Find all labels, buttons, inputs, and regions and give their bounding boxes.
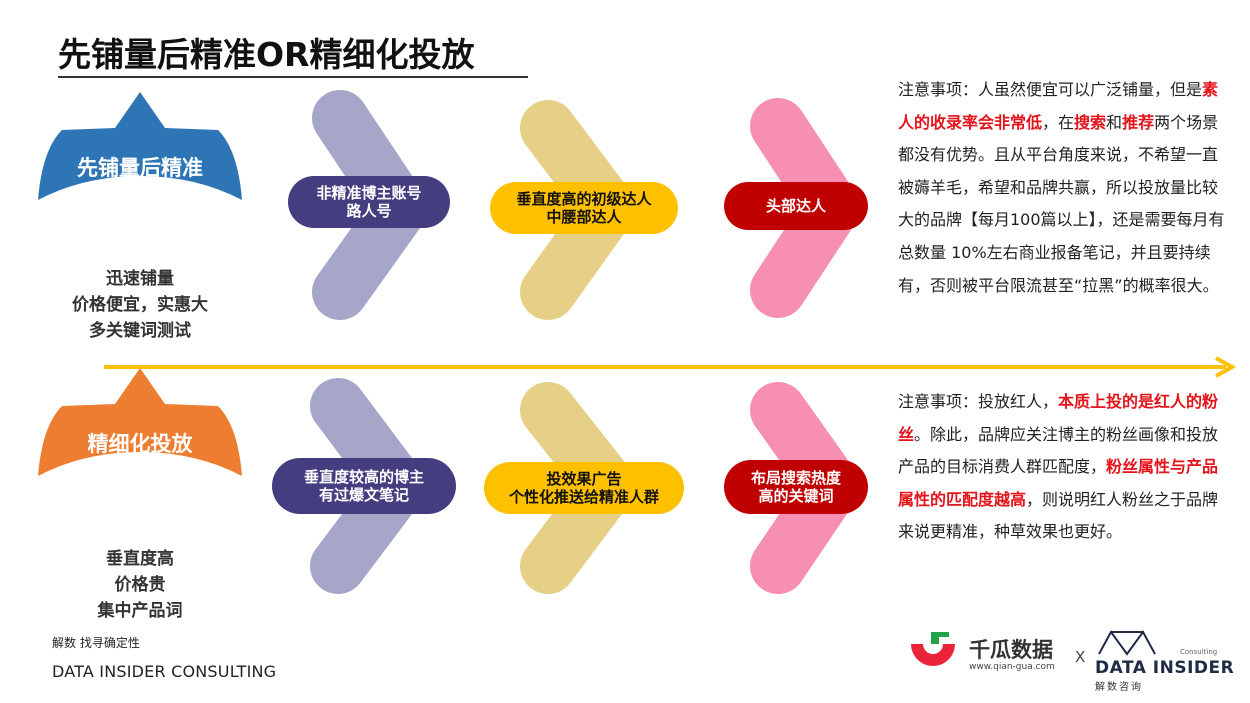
top-strategy-label: 先铺量后精准 <box>77 156 203 180</box>
qiangua-logo-icon <box>911 632 955 666</box>
pill-text: 垂直度高的初级达人 <box>516 190 652 208</box>
top-feature-item: 迅速铺量 <box>106 269 174 289</box>
bottom-pill-3: 布局搜索热度 高的关键词 <box>724 460 868 514</box>
bottom-note: 注意事项：投放红人，本质上投的是红人的粉丝。除此，品牌应关注博主的粉丝画像和投放… <box>898 386 1228 549</box>
top-pill-3: 头部达人 <box>724 182 868 230</box>
pill-text: 高的关键词 <box>758 487 834 505</box>
datainsider-name: DATA INSIDER <box>1095 658 1235 678</box>
partner-logos: 千瓜数据 www.qian-gua.com X Consulting DATA … <box>905 628 1234 694</box>
note-highlight: 粉丝属性与产品属性的匹配度越高 <box>898 457 1219 509</box>
datainsider-sub: 解数咨询 <box>1095 682 1143 693</box>
axis-arrowhead <box>1215 356 1237 378</box>
pill-text: 有过爆文笔记 <box>318 486 409 504</box>
top-feature-item: 价格便宜，实惠大 <box>72 295 208 315</box>
qiangua-name: 千瓜数据 <box>969 638 1053 662</box>
logo-separator: X <box>1075 648 1086 666</box>
bottom-feature-item: 集中产品词 <box>97 601 183 621</box>
note-segment: 注意事项：投放红人， <box>898 392 1059 411</box>
pill-text: 中腰部达人 <box>546 208 622 226</box>
footer-tagline: 解数 找寻确定性 <box>52 636 140 650</box>
bottom-features: 垂直度高 价格贵 集中产品词 <box>40 546 240 624</box>
note-segment: 两个场景都没有优势。且从平台角度来说，不希望一直被薅羊毛，希望和品牌共赢，所以投… <box>898 112 1225 295</box>
note-highlight: 本质上投的是红人的粉丝 <box>898 392 1219 444</box>
bottom-feature-item: 垂直度高 <box>106 549 174 569</box>
bottom-pill-1: 垂直度较高的博主 有过爆文笔记 <box>272 458 456 514</box>
footer-company: DATA INSIDER CONSULTING <box>52 662 277 681</box>
note-segment: 和 <box>1106 112 1123 132</box>
blue-shield-shape <box>38 92 242 200</box>
datainsider-consulting: Consulting <box>1180 648 1218 656</box>
note-highlight: 搜索 <box>1074 112 1107 132</box>
note-highlight: 素人的收录率会非常低 <box>898 80 1219 132</box>
top-note: 注意事项：人虽然便宜可以广泛铺量，但是素人的收录率会非常低，在搜索和推荐两个场景… <box>898 74 1228 302</box>
top-pill-1: 非精准博主账号 路人号 <box>288 176 450 228</box>
pill-text: 头部达人 <box>765 197 826 215</box>
bottom-feature-item: 价格贵 <box>114 575 166 595</box>
pill-text: 垂直度较高的博主 <box>303 468 424 486</box>
pill-text: 路人号 <box>346 202 392 220</box>
title-underline <box>58 76 528 78</box>
pill-text: 布局搜索热度 <box>750 469 841 487</box>
orange-shield-shape <box>38 368 242 476</box>
pill-text: 个性化推送给精准人群 <box>508 488 659 506</box>
qiangua-url: www.qian-gua.com <box>969 662 1055 672</box>
note-highlight: 推荐 <box>1122 112 1155 132</box>
top-feature-item: 多关键词测试 <box>89 321 191 341</box>
top-pill-2: 垂直度高的初级达人 中腰部达人 <box>490 182 678 234</box>
top-features: 迅速铺量 价格便宜，实惠大 多关键词测试 <box>40 266 240 344</box>
datainsider-logo-icon <box>1098 630 1156 656</box>
pill-text: 投效果广告 <box>546 470 622 488</box>
bottom-pill-2: 投效果广告 个性化推送给精准人群 <box>484 462 684 514</box>
page-title: 先铺量后精准OR精细化投放 <box>58 35 475 74</box>
note-segment: ，在 <box>1042 112 1075 132</box>
note-segment: 。除此，品牌应关注博主的粉丝画像和投放产品的目标消费人群匹配度， <box>898 424 1219 477</box>
pill-text: 非精准博主账号 <box>316 184 422 202</box>
note-segment: ，则说明红人粉丝之于品牌来说更精准，种草效果也更好。 <box>898 489 1219 542</box>
note-segment: 注意事项：人虽然便宜可以广泛铺量，但是 <box>898 80 1203 99</box>
bottom-strategy-label: 精细化投放 <box>87 432 193 456</box>
